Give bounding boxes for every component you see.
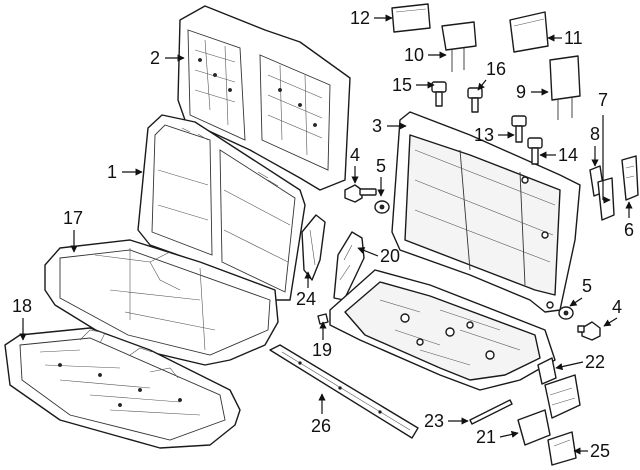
headrest-guide-part-14[interactable] [527, 137, 543, 165]
svg-text:4: 4 [612, 297, 622, 317]
callout-26: 26 [311, 393, 331, 436]
callout-25: 25 [573, 441, 610, 461]
svg-text:8: 8 [590, 124, 600, 144]
seat-back-frame-part[interactable] [177, 5, 351, 191]
washer-part-upper[interactable] [374, 200, 390, 214]
hinge-part-6[interactable] [621, 155, 639, 201]
seat-frame-part[interactable] [317, 269, 556, 391]
svg-text:15: 15 [392, 75, 412, 95]
svg-text:26: 26 [311, 416, 331, 436]
callout-12: 12 [350, 8, 393, 28]
svg-text:11: 11 [564, 28, 583, 48]
headrest-part-11[interactable] [509, 11, 549, 53]
callout-6: 6 [624, 201, 634, 240]
svg-text:21: 21 [476, 427, 496, 447]
svg-text:3: 3 [372, 116, 382, 136]
callout-24: 24 [296, 271, 316, 309]
headrest-part-12[interactable] [391, 3, 431, 33]
svg-text:4: 4 [350, 145, 360, 165]
svg-text:1: 1 [107, 162, 117, 182]
seat-cushion-pan-part[interactable] [4, 327, 241, 449]
callout-18: 18 [12, 296, 32, 341]
svg-text:23: 23 [424, 411, 444, 431]
seat-back-cushion-part[interactable] [137, 114, 306, 301]
svg-text:17: 17 [63, 208, 83, 228]
trim-panel-part-24[interactable] [301, 214, 326, 281]
callout-16: 16 [477, 59, 506, 91]
latch-cover-part-25[interactable] [547, 431, 577, 466]
callout-4-lower: 4 [603, 297, 622, 327]
headrest-guide-part-16[interactable] [467, 87, 483, 113]
svg-text:5: 5 [582, 276, 592, 296]
bolt-part-upper[interactable] [344, 184, 377, 203]
latch-part-21[interactable] [517, 374, 581, 446]
svg-text:18: 18 [12, 296, 32, 316]
svg-text:25: 25 [590, 441, 610, 461]
callout-10: 10 [404, 45, 447, 65]
svg-text:13: 13 [474, 125, 494, 145]
callout-3: 3 [372, 116, 407, 136]
svg-text:22: 22 [585, 352, 605, 372]
svg-text:19: 19 [312, 340, 332, 360]
svg-text:16: 16 [486, 59, 506, 79]
callout-19: 19 [312, 321, 332, 360]
link-rod-part-23[interactable] [469, 399, 513, 425]
headrest-part-10[interactable] [441, 21, 477, 72]
callout-14: 14 [539, 145, 578, 165]
callout-9: 9 [516, 82, 549, 102]
callout-21: 21 [476, 427, 519, 447]
svg-text:7: 7 [598, 90, 608, 110]
rear-seat-back-frame-part[interactable] [391, 111, 581, 313]
callout-5-lower: 5 [569, 276, 592, 307]
callout-11: 11 [547, 28, 583, 48]
callout-7: 7 [598, 90, 608, 110]
callout-23: 23 [424, 411, 469, 431]
bolt-part-lower[interactable] [577, 321, 601, 341]
svg-text:12: 12 [350, 8, 370, 28]
hinge-part-8[interactable] [589, 165, 615, 221]
svg-text:24: 24 [296, 289, 316, 309]
svg-text:14: 14 [558, 145, 578, 165]
bracket-part-20[interactable] [333, 231, 365, 301]
headrest-guide-part-15[interactable] [431, 81, 447, 107]
svg-text:2: 2 [150, 48, 160, 68]
callout-20: 20 [357, 246, 400, 266]
headrest-guide-part-13[interactable] [511, 115, 527, 143]
svg-text:5: 5 [376, 156, 386, 176]
callout-15: 15 [392, 75, 435, 95]
callout-2: 2 [150, 48, 185, 68]
svg-text:9: 9 [516, 82, 526, 102]
svg-text:6: 6 [624, 220, 634, 240]
svg-text:10: 10 [404, 45, 424, 65]
callout-13: 13 [474, 125, 515, 145]
callout-8: 8 [590, 115, 611, 204]
washer-part-lower[interactable] [558, 306, 574, 320]
svg-text:20: 20 [380, 246, 400, 266]
headrest-part-9[interactable] [549, 55, 581, 120]
rail-part-26[interactable] [269, 344, 419, 439]
callout-4: 4 [350, 145, 360, 184]
callout-17: 17 [63, 208, 83, 253]
callout-1: 1 [107, 162, 143, 182]
bracket-part-22[interactable] [537, 357, 557, 385]
callout-22: 22 [555, 352, 605, 372]
callout-5: 5 [376, 156, 386, 197]
